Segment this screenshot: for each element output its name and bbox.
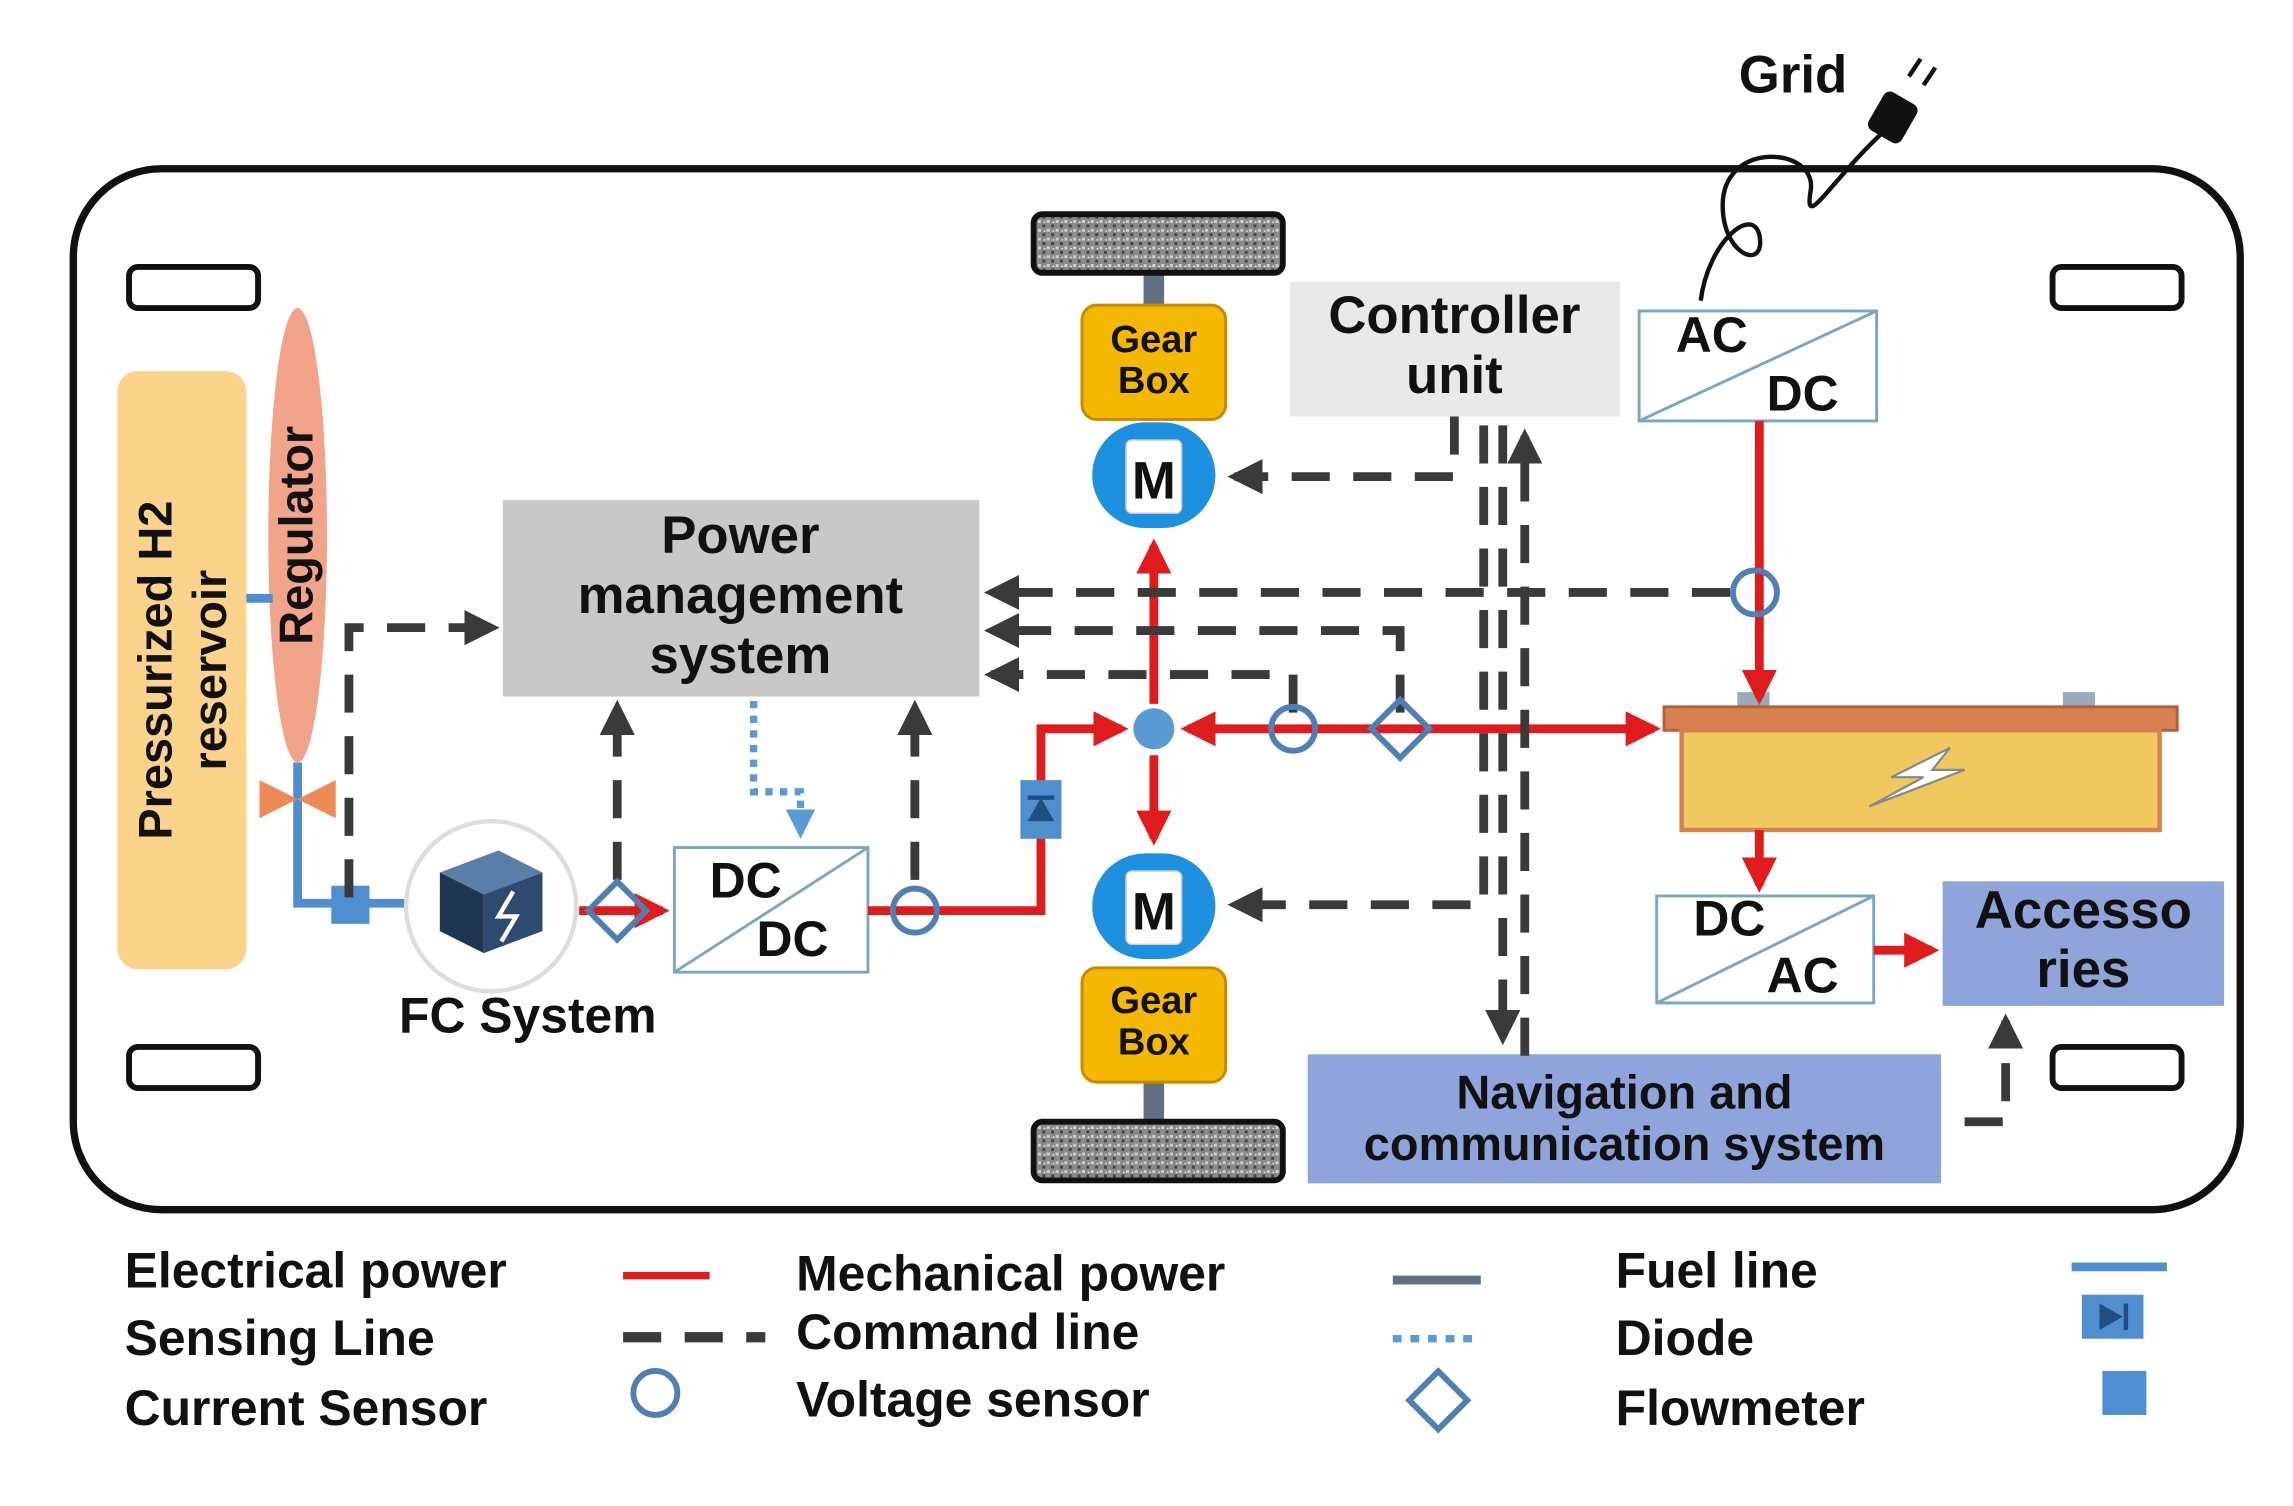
legend-fuel-line-label: Fuel line xyxy=(1616,1242,1818,1298)
legend-voltage-sensor-swatch xyxy=(1405,1367,1472,1434)
gearbox-top-label-line2: Box xyxy=(1118,360,1190,402)
motor-top-label: M xyxy=(1132,452,1176,511)
legend-flowmeter-swatch xyxy=(2102,1370,2147,1415)
electrical-junction xyxy=(1133,708,1175,750)
legend-diode-label: Diode xyxy=(1616,1310,1754,1366)
wheel-slot-rear-left xyxy=(126,1044,261,1091)
legend-current-sensor-label: Current Sensor xyxy=(125,1380,488,1436)
gearbox-bottom xyxy=(1080,966,1228,1084)
tire-top xyxy=(1030,211,1286,276)
gearbox-top-label-line1: Gear xyxy=(1110,319,1197,361)
plug-icon xyxy=(1698,57,1938,301)
tire-bottom xyxy=(1030,1118,1286,1184)
navigation-communication-system xyxy=(1307,1054,1942,1184)
gearbox-bottom-label-line1: Gear xyxy=(1110,980,1197,1022)
controller-unit xyxy=(1290,281,1621,417)
nav-label-line2: communication system xyxy=(1364,1118,1885,1170)
accessories xyxy=(1942,881,2225,1006)
fuel-lines xyxy=(246,593,418,908)
acdc-label-top: AC xyxy=(1676,307,1748,363)
accessories-label-line2: ries xyxy=(2036,940,2130,999)
motor-bottom: M xyxy=(1092,853,1216,959)
voltage-sensor-bus xyxy=(1366,695,1434,762)
valve-icon xyxy=(259,780,336,819)
dcac-label-bottom: AC xyxy=(1767,948,1839,1004)
current-sensor-dcdc xyxy=(889,885,940,936)
legend-mechanical-power-label: Mechanical power xyxy=(796,1245,1225,1301)
reservoir-label-line1: Pressurized H2 xyxy=(130,501,182,840)
fc-system-label: FC System xyxy=(399,987,657,1043)
dcac-label-top: DC xyxy=(1693,891,1765,947)
wheel-slot-front-left xyxy=(126,264,261,311)
battery-icon xyxy=(1662,692,2179,833)
reservoir-label-line2: reservoir xyxy=(184,570,236,771)
acdc-label-bottom: DC xyxy=(1767,366,1839,422)
controller-label-line1: Controller xyxy=(1328,286,1580,345)
dcdc-label-bottom: DC xyxy=(757,911,829,967)
legend-sensing-line-label: Sensing Line xyxy=(125,1310,435,1366)
fuel-cell-icon xyxy=(439,850,543,954)
current-sensor-bus xyxy=(1268,703,1319,754)
legend-diode-swatch xyxy=(2081,1294,2144,1339)
current-sensor-grid xyxy=(1730,567,1780,618)
legend-flowmeter-label: Flowmeter xyxy=(1616,1380,1865,1436)
legend-command-line-label: Command line xyxy=(796,1304,1139,1360)
command-line-pms-to-dcdc xyxy=(749,700,816,839)
controller-label-line2: unit xyxy=(1406,346,1503,405)
pms-label-line3: system xyxy=(649,626,831,685)
power-management-system xyxy=(502,500,980,697)
diode-icon xyxy=(1020,780,1062,839)
vehicle-chassis xyxy=(69,165,2244,1214)
motor-bottom-label: M xyxy=(1132,883,1176,942)
gearbox-bottom-label-line2: Box xyxy=(1118,1021,1190,1063)
grid-label: Grid xyxy=(1739,46,1847,105)
acdc-diagonal xyxy=(1638,309,1878,423)
legend: Electrical power Sensing Line Current Se… xyxy=(125,1242,2167,1436)
pms-label-line2: management xyxy=(578,566,903,625)
nav-label-line1: Navigation and xyxy=(1456,1067,1792,1119)
h2-reservoir xyxy=(117,371,247,970)
accessories-label-line1: Accesso xyxy=(1975,881,2192,940)
lightning-icon xyxy=(1868,746,1965,808)
legend-electrical-power-label: Electrical power xyxy=(125,1242,507,1298)
regulator xyxy=(268,308,327,763)
command-lines-controller xyxy=(1227,416,2024,1127)
gearbox-top xyxy=(1080,303,1228,421)
regulator-label: Regulator xyxy=(270,426,322,645)
wheel-slot-rear-right xyxy=(2049,1044,2185,1091)
dcac-diagonal xyxy=(1656,894,1875,1005)
motor-top: M xyxy=(1092,422,1216,528)
legend-current-sensor-swatch xyxy=(630,1368,681,1418)
dcdc-label-top: DC xyxy=(710,852,782,908)
dcdc-diagonal xyxy=(673,846,869,974)
pms-label-line1: Power xyxy=(661,506,819,565)
wheel-slot-front-right xyxy=(2049,264,2185,311)
voltage-sensor-fc xyxy=(584,877,651,944)
legend-voltage-sensor-label: Voltage sensor xyxy=(796,1371,1150,1427)
